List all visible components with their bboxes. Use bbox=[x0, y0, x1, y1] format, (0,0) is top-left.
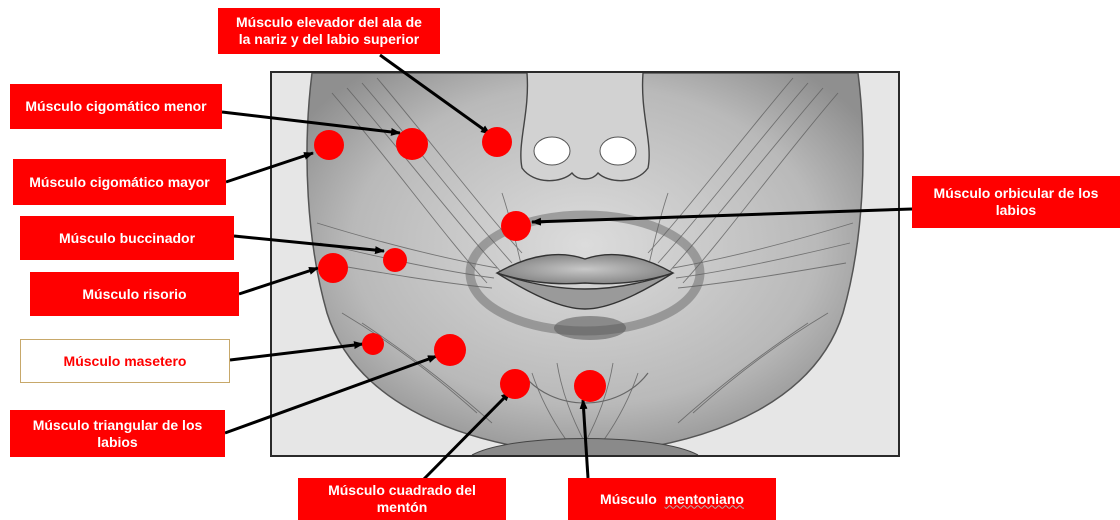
label-masetero: Músculo masetero bbox=[20, 339, 230, 383]
label-masetero-text: Músculo masetero bbox=[64, 353, 187, 370]
label-orbicular-labios: Músculo orbicular de los labios bbox=[912, 176, 1120, 228]
label-buccinador: Músculo buccinador bbox=[20, 216, 234, 260]
label-orbicular-line1: Músculo orbicular de los bbox=[934, 185, 1099, 202]
label-cuadrado-menton: Músculo cuadrado del mentón bbox=[298, 478, 506, 520]
label-risorio-text: Músculo risorio bbox=[82, 286, 186, 303]
label-cigomatico-menor: Músculo cigomático menor bbox=[10, 84, 222, 129]
face-muscle-illustration bbox=[270, 71, 900, 457]
label-mentoniano: Músculo mentoniano bbox=[568, 478, 776, 520]
label-risorio: Músculo risorio bbox=[30, 272, 239, 316]
label-mentoniano-prefix: Músculo bbox=[600, 491, 665, 507]
label-buccinador-text: Músculo buccinador bbox=[59, 230, 195, 247]
label-triangular-line1: Músculo triangular de los bbox=[33, 417, 203, 434]
label-elevador-ala-nariz: Músculo elevador del ala de la nariz y d… bbox=[218, 8, 440, 54]
face-drawing bbox=[272, 73, 898, 455]
label-elevador-line1: Músculo elevador del ala de bbox=[236, 14, 422, 31]
label-cigomatico-mayor: Músculo cigomático mayor bbox=[13, 159, 226, 205]
label-elevador-line2: la nariz y del labio superior bbox=[236, 31, 422, 48]
label-mentoniano-text: Músculo mentoniano bbox=[600, 491, 744, 508]
label-orbicular-line2: labios bbox=[934, 202, 1099, 219]
label-cuadrado-line2: mentón bbox=[328, 499, 476, 516]
label-mentoniano-word: mentoniano bbox=[665, 491, 744, 507]
label-cuadrado-line1: Músculo cuadrado del bbox=[328, 482, 476, 499]
label-triangular-labios: Músculo triangular de los labios bbox=[10, 410, 225, 457]
label-cigomatico-menor-text: Músculo cigomático menor bbox=[25, 98, 206, 115]
label-triangular-line2: labios bbox=[33, 434, 203, 451]
label-cigomatico-mayor-text: Músculo cigomático mayor bbox=[29, 174, 209, 191]
